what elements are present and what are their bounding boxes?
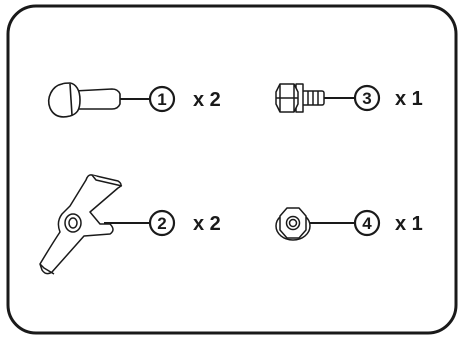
diagram-frame <box>8 6 456 333</box>
quantity-label-4: x 1 <box>395 213 423 235</box>
quantity-label-3: x 1 <box>395 88 423 110</box>
callout-number-3: 3 <box>362 89 371 108</box>
quantity-label-1: x 2 <box>193 89 221 111</box>
callout-number-2: 2 <box>157 214 166 233</box>
quantity-label-2: x 2 <box>193 213 221 235</box>
callout-number-4: 4 <box>362 214 372 233</box>
callout-number-1: 1 <box>157 90 166 109</box>
